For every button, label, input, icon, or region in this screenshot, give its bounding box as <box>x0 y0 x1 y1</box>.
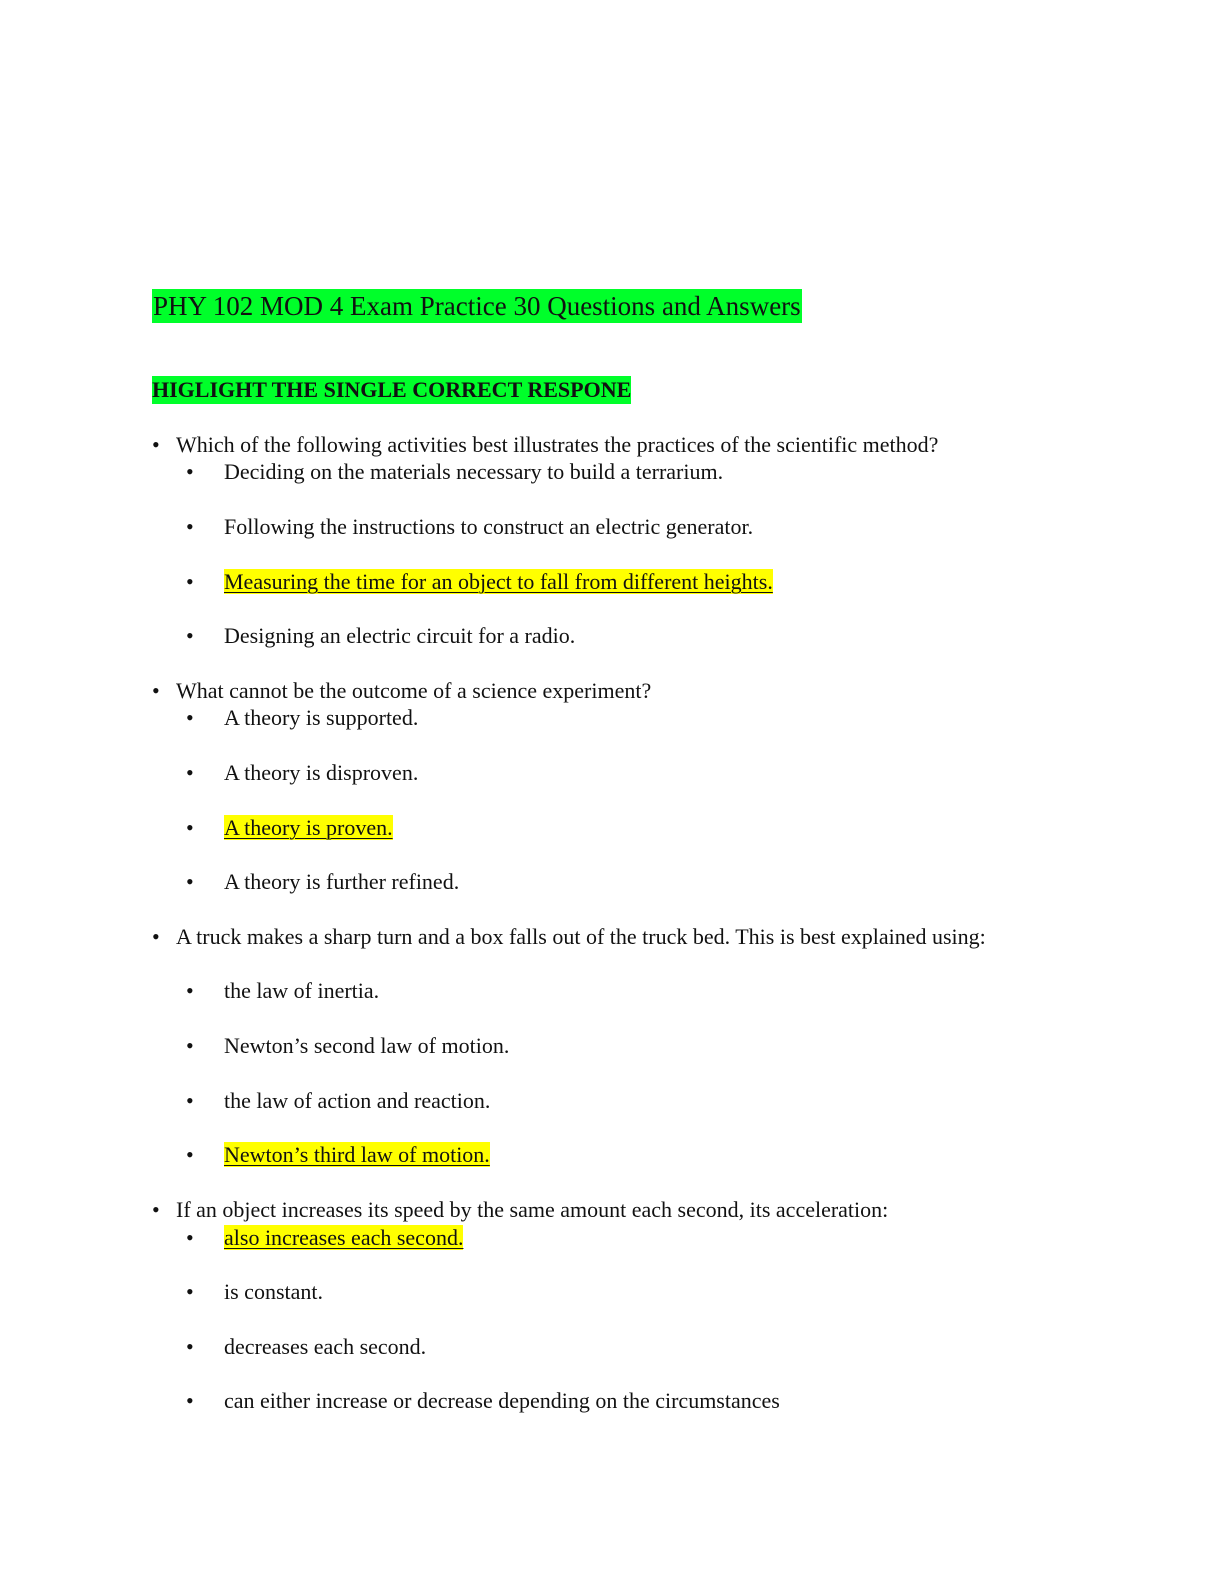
option-4-1[interactable]: • also increases each second. <box>186 1224 464 1252</box>
option-4-4[interactable]: • can either increase or decrease dependi… <box>186 1387 780 1415</box>
option-3-2[interactable]: • Newton’s second law of motion. <box>186 1032 509 1060</box>
bullet-icon: • <box>186 1388 194 1413</box>
option-text: A theory is supported. <box>224 705 419 730</box>
bullet-icon: • <box>186 1088 194 1113</box>
option-1-4[interactable]: • Designing an electric circuit for a rad… <box>186 622 575 650</box>
bullet-icon: • <box>186 705 194 730</box>
option-1-2[interactable]: • Following the instructions to construct… <box>186 513 753 541</box>
question-text: Which of the following activities best i… <box>176 432 939 457</box>
highlighted-answer: A theory is proven. <box>224 815 393 840</box>
option-text: decreases each second. <box>224 1334 427 1359</box>
bullet-icon: • <box>186 1279 194 1304</box>
option-1-1[interactable]: • Deciding on the materials necessary to … <box>186 458 723 486</box>
bullet-icon: • <box>186 569 194 594</box>
bullet-icon: • <box>152 1197 160 1222</box>
option-text: Newton’s second law of motion. <box>224 1033 510 1058</box>
option-text: can either increase or decrease dependin… <box>224 1388 780 1413</box>
highlighted-answer: Measuring the time for an object to fall… <box>224 569 773 594</box>
bullet-icon: • <box>152 924 160 949</box>
option-text: Following the instructions to construct … <box>224 514 754 539</box>
bullet-icon: • <box>186 869 194 894</box>
option-text: Deciding on the materials necessary to b… <box>224 459 724 484</box>
instruction-heading: HIGLIGHT THE SINGLE CORRECT RESPONE <box>152 376 632 404</box>
question-4: • If an object increases its speed by the… <box>152 1196 888 1224</box>
bullet-icon: • <box>152 432 160 457</box>
option-4-2[interactable]: • is constant. <box>186 1278 323 1306</box>
option-text: is constant. <box>224 1279 323 1304</box>
highlighted-answer: also increases each second. <box>224 1225 464 1250</box>
option-text: the law of inertia. <box>224 978 380 1003</box>
highlighted-answer: Newton’s third law of motion. <box>224 1142 490 1167</box>
option-text: A theory is disproven. <box>224 760 419 785</box>
bullet-icon: • <box>186 1033 194 1058</box>
option-text: the law of action and reaction. <box>224 1088 491 1113</box>
bullet-icon: • <box>186 760 194 785</box>
bullet-icon: • <box>186 514 194 539</box>
question-text: A truck makes a sharp turn and a box fal… <box>176 924 986 949</box>
option-1-3[interactable]: • Measuring the time for an object to fal… <box>186 568 773 596</box>
question-text: If an object increases its speed by the … <box>176 1197 889 1222</box>
bullet-icon: • <box>186 1142 194 1167</box>
option-2-1[interactable]: • A theory is supported. <box>186 704 418 732</box>
option-text: A theory is further refined. <box>224 869 460 894</box>
bullet-icon: • <box>186 1225 194 1250</box>
option-2-4[interactable]: • A theory is further refined. <box>186 868 459 896</box>
question-text: What cannot be the outcome of a science … <box>176 678 652 703</box>
option-3-1[interactable]: • the law of inertia. <box>186 977 379 1005</box>
bullet-icon: • <box>186 623 194 648</box>
document-title: PHY 102 MOD 4 Exam Practice 30 Questions… <box>152 289 802 323</box>
bullet-icon: • <box>186 1334 194 1359</box>
option-4-3[interactable]: • decreases each second. <box>186 1333 426 1361</box>
option-3-3[interactable]: • the law of action and reaction. <box>186 1087 490 1115</box>
question-2: • What cannot be the outcome of a science… <box>152 677 651 705</box>
bullet-icon: • <box>186 815 194 840</box>
question-3: • A truck makes a sharp turn and a box fa… <box>152 923 986 951</box>
bullet-icon: • <box>186 978 194 1003</box>
option-3-4[interactable]: • Newton’s third law of motion. <box>186 1141 490 1169</box>
question-1: • Which of the following activities best … <box>152 431 938 459</box>
bullet-icon: • <box>152 678 160 703</box>
option-text: Designing an electric circuit for a radi… <box>224 623 576 648</box>
bullet-icon: • <box>186 459 194 484</box>
option-2-2[interactable]: • A theory is disproven. <box>186 759 418 787</box>
option-2-3[interactable]: • A theory is proven. <box>186 814 393 842</box>
